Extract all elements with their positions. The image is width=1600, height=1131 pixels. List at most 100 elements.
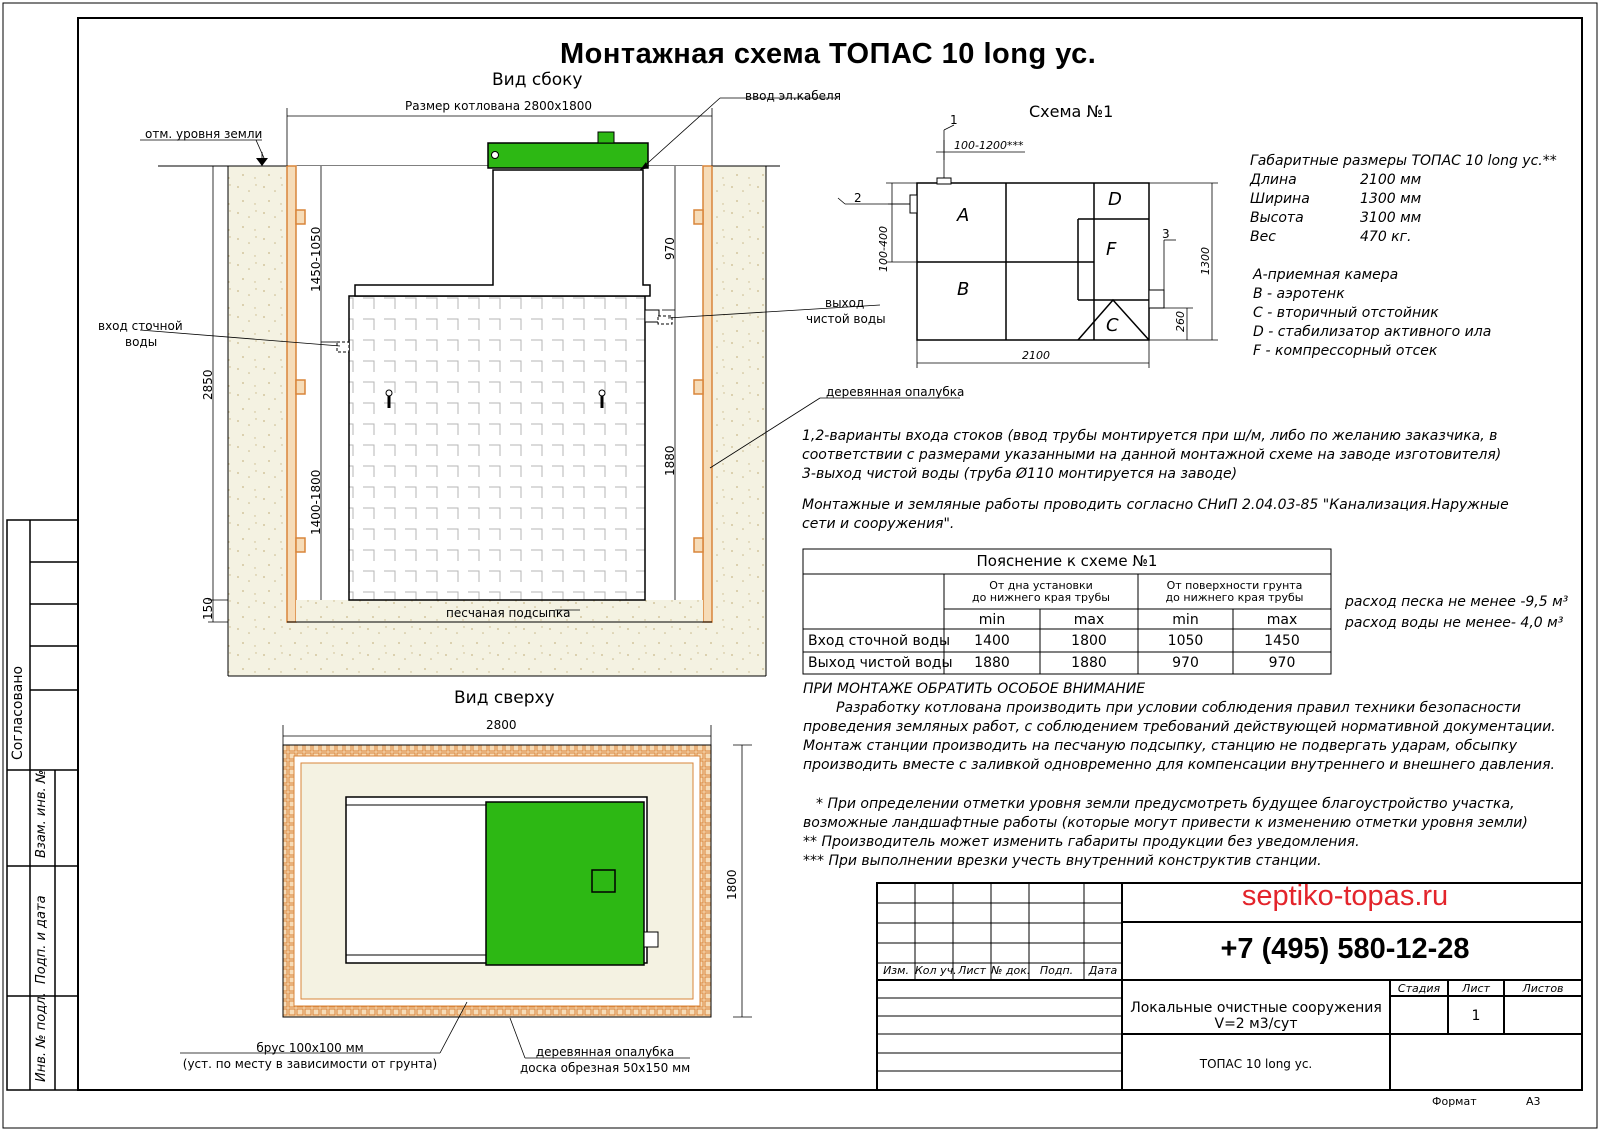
table-max-2: max xyxy=(1266,612,1298,628)
table-row-1-v3: 970 xyxy=(1172,655,1199,671)
left-strip-vzam: Взам. инв. № xyxy=(34,769,49,858)
scheme-label-d: D xyxy=(1108,189,1122,210)
site-url[interactable]: septiko-topas.ru xyxy=(1241,880,1449,912)
dim-val-3: 470 кг. xyxy=(1360,229,1412,245)
top-vent xyxy=(591,869,616,893)
inlet-pipe xyxy=(336,341,350,353)
footnote-3: *** При выполнении врезки учесть внутрен… xyxy=(803,853,1322,869)
table-row-0-v2: 1800 xyxy=(1071,633,1107,649)
scheme-n2: 2 xyxy=(854,191,862,205)
note-2-line-1: Монтажные и земляные работы проводить со… xyxy=(802,497,1509,513)
note-1-line-2: соответствии с размерами указанными на д… xyxy=(802,447,1502,463)
stamp-col-kol: Кол уч. xyxy=(915,964,957,977)
dim-2850: 2850 xyxy=(201,369,215,400)
cable-input-label: ввод эл.кабеля xyxy=(745,89,841,103)
table-group-2-line-1: От поверхности грунта xyxy=(1166,579,1303,592)
format-value: А3 xyxy=(1526,1095,1541,1108)
beam-label-2: (уст. по месту в зависимости от грунта) xyxy=(182,1057,438,1071)
station-lid xyxy=(487,142,649,169)
left-strip-agreed: Согласовано xyxy=(10,665,26,760)
scheme-n1: 1 xyxy=(950,113,958,127)
scheme-d2100: 2100 xyxy=(1022,349,1050,362)
table-row-1-v4: 970 xyxy=(1268,655,1296,671)
dim-1880: 1880 xyxy=(663,445,677,476)
legend-item-0: A-приемная камера xyxy=(1253,267,1399,283)
sewage-inlet-label-1: вход сточной xyxy=(98,319,183,333)
table-group-2-line-2: до нижнего края трубы xyxy=(1165,591,1304,604)
table-row-1-v1: 1880 xyxy=(974,655,1010,671)
dim-key-2: Высота xyxy=(1250,210,1304,226)
formwork-left xyxy=(286,165,297,623)
table-row-1-v2: 1880 xyxy=(1071,655,1107,671)
lid-lock xyxy=(491,151,499,159)
dim-1450-1050: 1450-1050 xyxy=(309,226,323,292)
dim-key-1: Ширина xyxy=(1250,191,1310,207)
dim-val-1: 1300 мм xyxy=(1360,191,1422,207)
stamp-col-izm: Изм. xyxy=(883,964,909,977)
table-row-0-v4: 1450 xyxy=(1264,633,1300,649)
stamp-product: ТОПАС 10 long ус. xyxy=(1199,1057,1313,1071)
top-dim-depth: 1800 xyxy=(725,869,739,900)
dim-150: 150 xyxy=(201,597,215,620)
legend-item-4: F - компрессорный отсек xyxy=(1253,343,1438,359)
scheme-label-c: C xyxy=(1106,315,1119,336)
note-2-line-2: сети и сооружения". xyxy=(802,516,955,532)
stamp-stage: Стадия xyxy=(1397,982,1441,995)
phone-number[interactable]: +7 (495) 580-12-28 xyxy=(1220,933,1470,965)
clean-outlet-label-1: выход xyxy=(825,296,865,310)
stamp-col-date: Дата xyxy=(1088,964,1118,977)
note-1-line-3: 3-выход чистой воды (труба Ø110 монтируе… xyxy=(802,466,1238,482)
table-max-1: max xyxy=(1073,612,1105,628)
dim-1400-1800: 1400-1800 xyxy=(309,469,323,535)
scheme-d260: 260 xyxy=(1174,311,1187,332)
explanation-table-grid xyxy=(802,548,1332,675)
legend-item-2: C - вторичный отстойник xyxy=(1253,305,1439,321)
top-lid xyxy=(485,801,645,966)
lid-vent xyxy=(597,131,615,144)
scheme-box xyxy=(909,177,1165,341)
attention-line-4: производить вместе с заливкой одновремен… xyxy=(803,757,1555,773)
scheme-n3: 3 xyxy=(1162,227,1170,241)
attention-title: ПРИ МОНТАЖЕ ОБРАТИТЬ ОСОБОЕ ВНИМАНИЕ xyxy=(803,681,1146,697)
scheme-d100-400: 100-400 xyxy=(877,226,890,272)
page-title: Монтажная схема ТОПАС 10 long ус. xyxy=(560,38,1097,70)
formwork-label: деревянная опалубка xyxy=(826,385,965,399)
stamp-sheets: Листов xyxy=(1522,982,1564,995)
sand-consumption: расход песка не менее -9,5 м³ xyxy=(1345,594,1569,610)
left-strip-inv: Инв. № подл. xyxy=(34,992,49,1082)
station-neck xyxy=(354,169,651,297)
dim-key-3: Вес xyxy=(1250,229,1276,245)
scheme-label-b: B xyxy=(957,279,970,300)
side-view-title: Вид сбоку xyxy=(492,70,583,90)
stamp-col-doc: № док. xyxy=(991,964,1031,977)
attention-line-1: Разработку котлована производить при усл… xyxy=(836,700,1521,716)
attention-line-3: Монтаж станции производить на песчаную п… xyxy=(803,738,1517,754)
top-dim-width: 2800 xyxy=(486,718,517,732)
station-body xyxy=(348,295,646,601)
scheme-label-f: F xyxy=(1106,239,1117,260)
stamp-grid xyxy=(876,882,1583,1091)
stamp-col-podp: Подп. xyxy=(1039,964,1074,977)
format-label: Формат xyxy=(1432,1095,1477,1108)
scheme-title: Схема №1 xyxy=(1029,102,1114,121)
water-consumption: расход воды не менее- 4,0 м³ xyxy=(1345,615,1564,631)
top-outlet xyxy=(643,931,659,948)
legend-item-3: D - стабилизатор активного ила xyxy=(1253,324,1492,340)
pit-size-label: Размер котлована 2800х1800 xyxy=(405,99,593,113)
attention-line-2: проведения земляных работ, с соблюдением… xyxy=(803,719,1556,735)
left-strip xyxy=(6,519,79,1091)
dimensions-title: Габаритные размеры ТОПАС 10 long ус.** xyxy=(1250,153,1557,169)
table-row-1-name: Выход чистой воды xyxy=(808,655,953,671)
table-min-2: min xyxy=(1172,612,1199,628)
stamp-sheet-number: 1 xyxy=(1471,1008,1481,1024)
table-row-0-v1: 1400 xyxy=(974,633,1010,649)
stamp-desc-line-1: Локальные очистные сооружения xyxy=(1130,1000,1382,1016)
beam-label-1: брус 100х100 мм xyxy=(256,1041,364,1055)
stamp-sheet: Лист xyxy=(1462,982,1490,995)
outlet-pipe xyxy=(644,309,660,323)
sewage-inlet-label-2: воды xyxy=(125,335,158,349)
stamp-col-list: Лист xyxy=(958,964,986,977)
ground-level-label: отм. уровня земли xyxy=(145,127,263,141)
